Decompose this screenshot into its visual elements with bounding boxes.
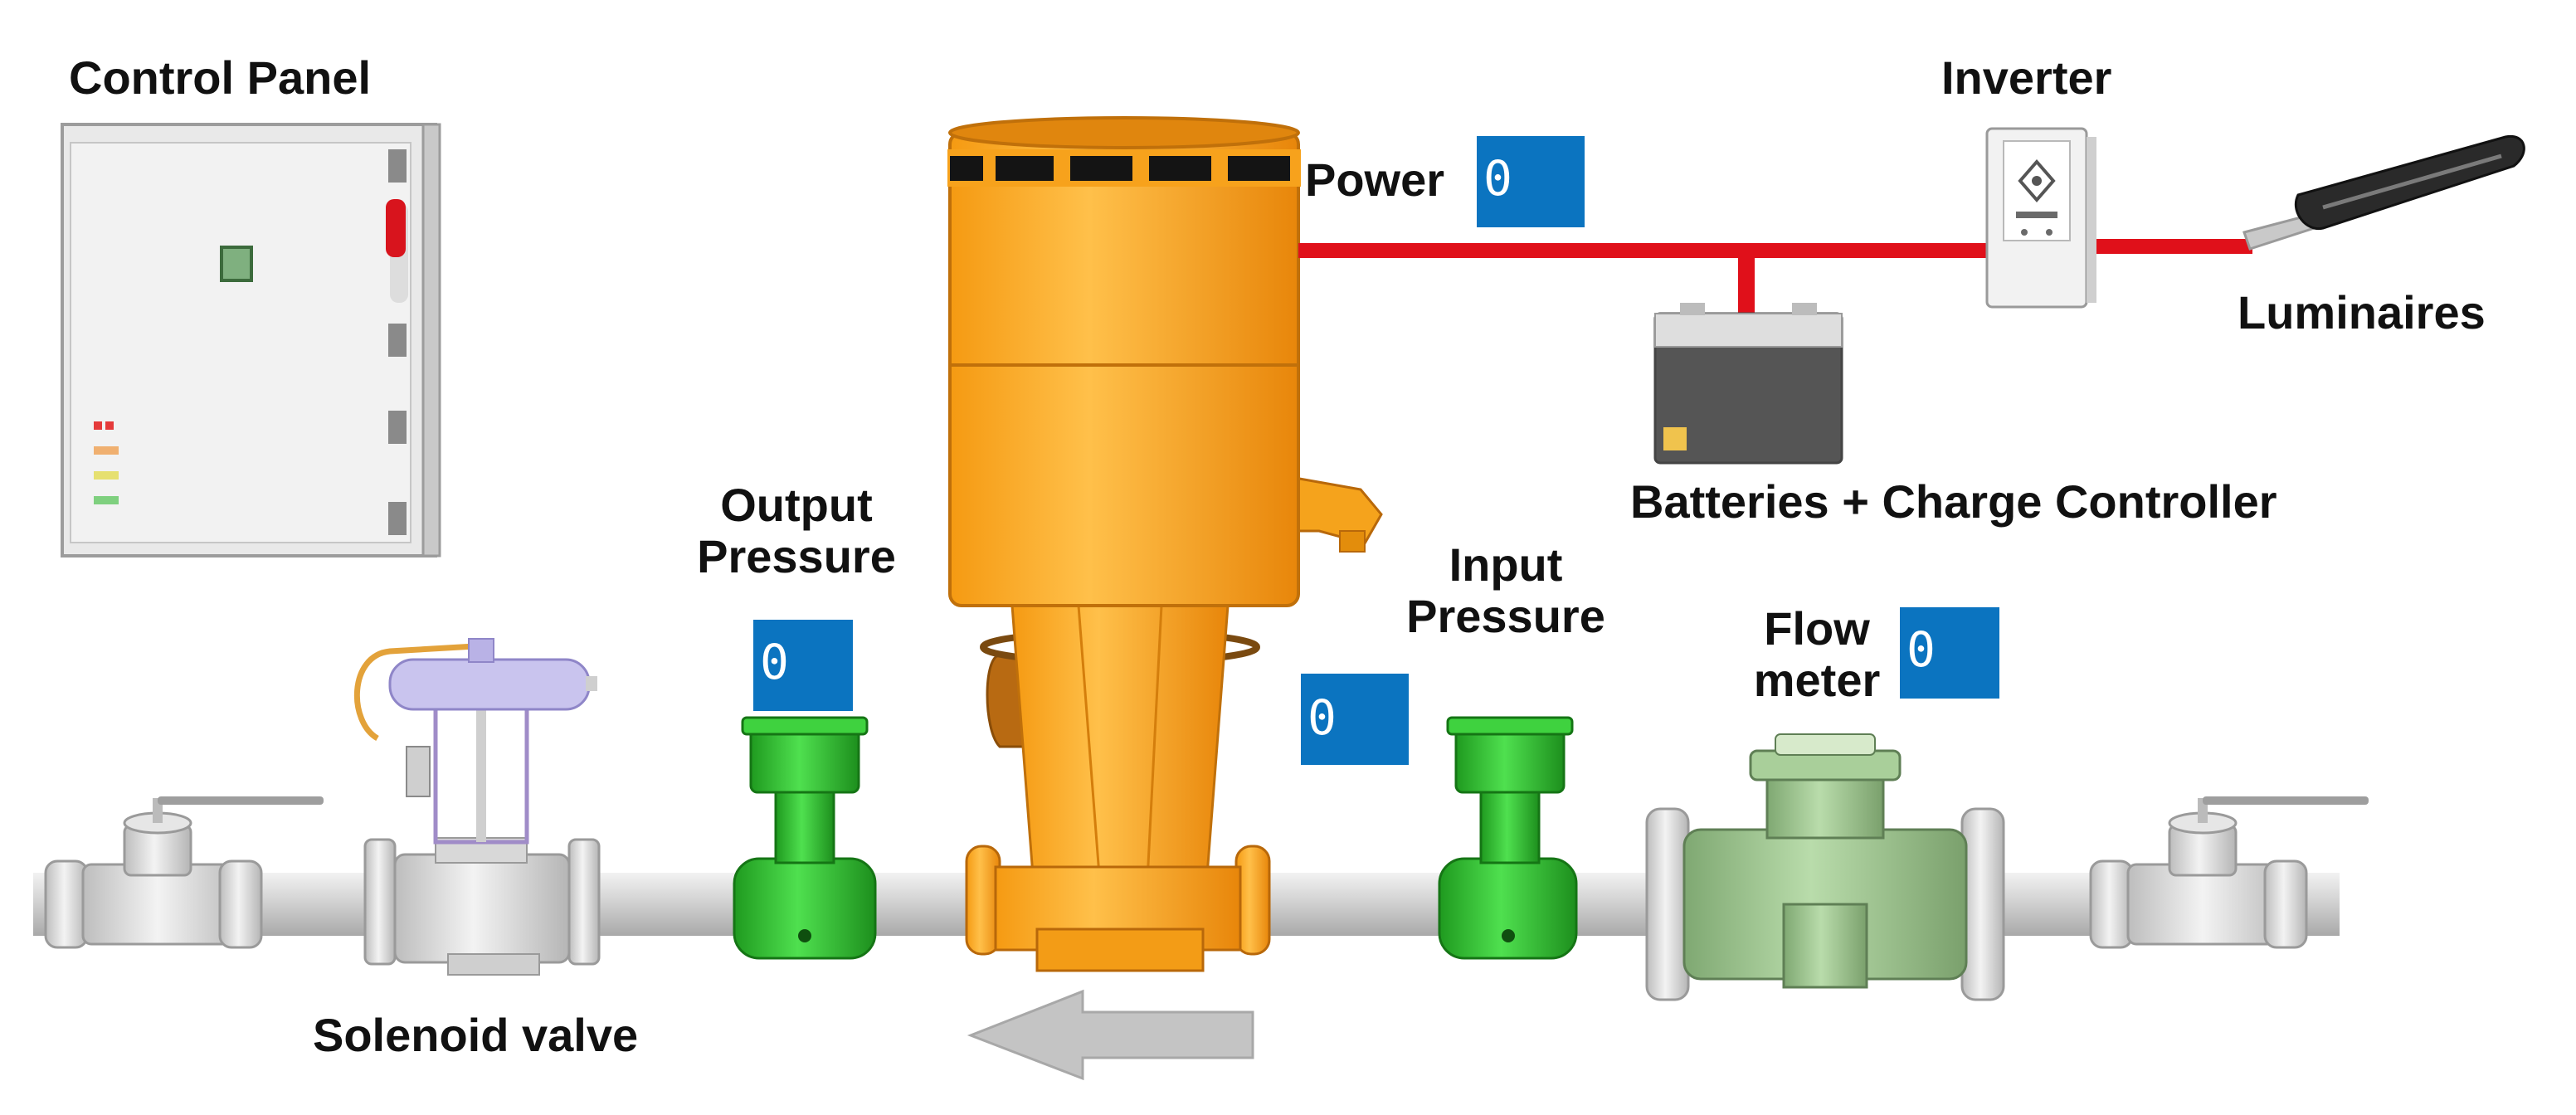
flow-meter-label: Flow meter	[1717, 603, 1916, 706]
power-readout[interactable]: 0	[1477, 136, 1585, 227]
flow-meter-readout[interactable]: 0	[1900, 607, 1999, 699]
luminaire	[2242, 134, 2525, 251]
flow-meter-label-line2: meter	[1753, 654, 1881, 706]
input-pressure-label: Input Pressure	[1373, 539, 1639, 642]
flow-direction-arrow	[967, 989, 1254, 1081]
battery	[1653, 303, 1843, 465]
flow-meter	[1645, 733, 2005, 1001]
output-pressure-readout[interactable]: 0	[753, 620, 853, 711]
luminaires-label: Luminaires	[2238, 286, 2486, 338]
batteries-label: Batteries + Charge Controller	[1630, 475, 2277, 528]
power-cable	[1298, 239, 2252, 315]
power-label: Power	[1305, 153, 1445, 206]
output-pressure-label: Output Pressure	[664, 480, 929, 582]
output-pressure-label-line1: Output	[720, 479, 873, 531]
right-ball-valve	[2089, 796, 2369, 949]
output-pressure-sensor	[733, 716, 877, 960]
inverter-label: Inverter	[1941, 51, 2112, 104]
output-pressure-label-line2: Pressure	[697, 530, 896, 582]
solenoid-valve	[353, 638, 601, 976]
control-panel-label: Control Panel	[69, 51, 372, 104]
flow-meter-label-line1: Flow	[1764, 602, 1870, 655]
turbine-generator	[947, 116, 1383, 972]
control-panel	[61, 123, 441, 558]
input-pressure-label-line2: Pressure	[1406, 590, 1605, 642]
input-pressure-sensor	[1438, 716, 1578, 960]
input-pressure-readout[interactable]: 0	[1301, 674, 1409, 765]
solenoid-valve-label: Solenoid valve	[313, 1009, 639, 1061]
inverter	[1985, 127, 2096, 309]
left-ball-valve	[44, 796, 324, 949]
input-pressure-label-line1: Input	[1449, 538, 1563, 591]
